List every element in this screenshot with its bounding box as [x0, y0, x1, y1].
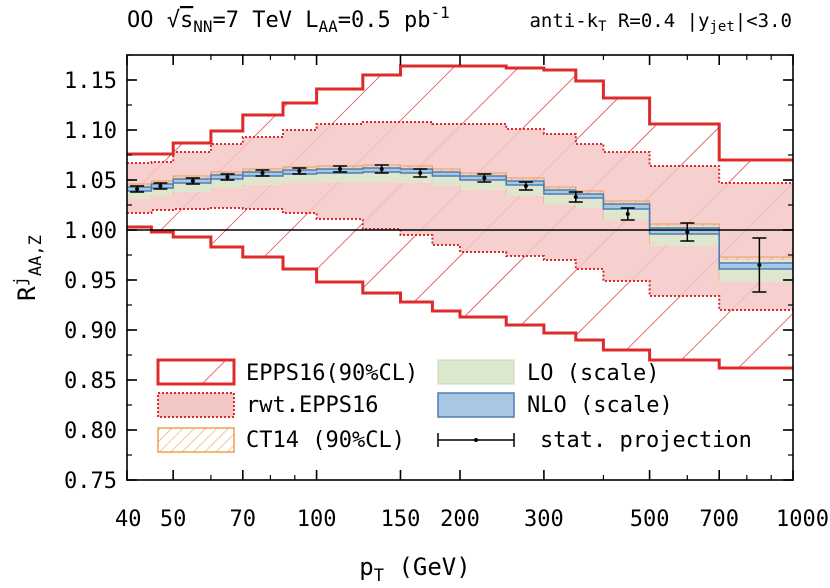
y-tick-label: 0.75 [64, 469, 117, 494]
x-axis-label-main: p [359, 553, 373, 581]
legend-swatch-ct14 [157, 427, 235, 453]
x-tick-label: 100 [297, 507, 337, 532]
stat-marker [260, 171, 265, 175]
legend-swatch-stat [437, 433, 515, 447]
stat-point [333, 165, 348, 173]
x-axis-label-unit: (GeV) [384, 553, 471, 581]
plot-frame [126, 54, 794, 481]
legend-label-ct14: CT14 (90%CL) [246, 428, 405, 453]
y-axis-label-sup: j [11, 276, 31, 286]
rapidity-cut: |<3.0 [735, 10, 792, 32]
lumi-value: =0.5 pb [338, 8, 431, 33]
legend-swatch-rwt [157, 392, 235, 418]
stat-point [413, 168, 428, 178]
y-tick-label: 1.10 [64, 119, 117, 144]
stat-marker [573, 195, 578, 199]
header-prefix: OO [127, 8, 167, 33]
y-axis-label-sub: AA,Z [26, 235, 46, 276]
stat-marker [757, 263, 762, 267]
y-axis-label-main: R [13, 286, 41, 301]
stat-point [477, 173, 492, 183]
x-tick-label: 50 [160, 507, 187, 532]
header-right: anti-kT R=0.4 |yjet|<3.0 [529, 10, 792, 35]
legend-swatch-epps16 [156, 358, 236, 386]
stat-point [680, 222, 695, 242]
stat-marker [625, 212, 630, 216]
y-tick-label: 0.85 [64, 369, 117, 394]
legend-label-stat: stat. projection [540, 428, 752, 453]
stat-point [568, 191, 583, 203]
stat-marker [158, 184, 163, 188]
stat-marker [338, 167, 343, 171]
stat-point [220, 173, 235, 181]
jet-radius: R=0.4 |y [607, 10, 710, 32]
stat-point [292, 167, 307, 175]
stat-point [518, 181, 533, 191]
nn-subscript: NN [193, 17, 212, 36]
lumi-exponent: -1 [430, 3, 449, 22]
x-tick-label: 70 [230, 507, 257, 532]
energy-label: =7 TeV [213, 8, 306, 33]
stat-marker [135, 187, 140, 191]
legend-label-epps16: EPPS16(90%CL) [246, 361, 418, 386]
stat-marker [190, 179, 195, 183]
x-tick-label: 1000 [776, 507, 829, 532]
stat-marker [418, 171, 423, 175]
legend-label-lo: LO (scale) [527, 361, 659, 386]
x-tick-label: 200 [440, 507, 480, 532]
legend-swatch-nlo [437, 392, 515, 418]
legend-label-rwt: rwt.EPPS16 [246, 393, 378, 418]
stat-point [620, 207, 635, 221]
y-tick-label: 0.80 [64, 419, 117, 444]
legend-label-nlo: NLO (scale) [527, 393, 673, 418]
stat-marker [225, 175, 230, 179]
sqrt-s: s [180, 8, 193, 33]
sqrt-symbol: √ [167, 8, 180, 33]
band-rwt-lower [127, 207, 793, 311]
y-tick-label: 0.90 [64, 319, 117, 344]
stat-point [153, 182, 168, 190]
stat-projection [130, 164, 767, 293]
y-tick-label: 1.05 [64, 169, 117, 194]
lumi-L: L [305, 8, 318, 33]
stat-point [374, 164, 389, 174]
band-epps16-upper [127, 64, 793, 162]
band-nlo-lower [127, 171, 793, 270]
x-tick-label: 700 [699, 507, 739, 532]
ticks: 0.75 0.80 0.85 0.90 0.95 1.00 1.05 1.10 1.15 40 50… [64, 54, 829, 532]
x-tick-label: 500 [630, 507, 670, 532]
stat-marker [685, 230, 690, 234]
bands [127, 64, 793, 370]
x-axis-label-sub: T [374, 566, 384, 586]
y-axis-label: RjAA,Z [11, 235, 46, 301]
band-rwt-upper [127, 121, 793, 184]
stat-marker [482, 176, 487, 180]
lumi-subscript: AA [318, 17, 338, 36]
y-tick-label: 0.95 [64, 269, 117, 294]
legend-swatch-lo [437, 359, 515, 385]
legend: EPPS16(90%CL) rwt.EPPS16 CT14 (90%CL) LO… [156, 358, 752, 453]
y-tick-label: 1.00 [64, 219, 117, 244]
stat-marker [297, 169, 302, 173]
jet-algorithm: anti-k [529, 10, 598, 32]
stat-point [185, 177, 200, 185]
stat-marker [523, 184, 528, 188]
y-tick-label: 1.15 [64, 69, 117, 94]
y-subscript: jet [710, 19, 735, 35]
x-axis-label: pT (GeV) [359, 553, 470, 586]
band-epps16-lower [127, 225, 793, 370]
x-tick-label: 40 [115, 507, 142, 532]
stat-marker [379, 167, 384, 171]
header-left: OO √sNN=7 TeV LAA=0.5 pb-1 [127, 3, 450, 36]
x-tick-label: 150 [381, 507, 421, 532]
x-tick-label: 300 [524, 507, 564, 532]
stat-point [255, 169, 270, 177]
stat-point [130, 185, 145, 193]
stat-point [752, 237, 767, 293]
alg-subscript: T [598, 19, 607, 35]
